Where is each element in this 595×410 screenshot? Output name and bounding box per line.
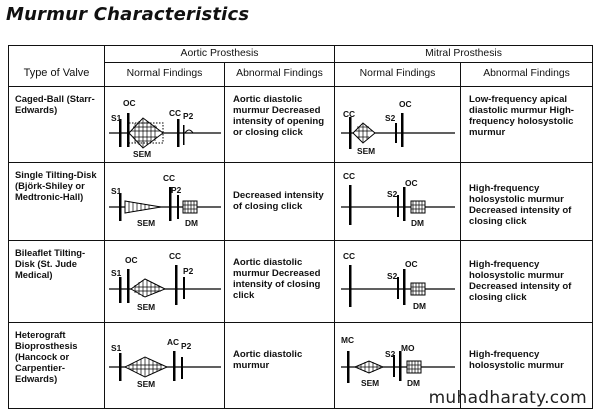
- label-sem: SEM: [357, 146, 376, 156]
- phonocardiogram-icon: [341, 351, 455, 383]
- label-oc: OC: [399, 99, 412, 109]
- label-s2: S2: [385, 349, 396, 359]
- page-title: Murmur Characteristics: [6, 4, 250, 25]
- phonocardiogram-icon: [109, 265, 221, 305]
- table-row: Caged-Ball (Starr-Edwards): [8, 86, 594, 163]
- aortic-normal-diagram: S1 CC P2 SEM DM: [104, 162, 225, 241]
- label-dm: DM: [407, 378, 421, 388]
- aortic-abnormal-findings: Aortic diastolic murmur: [224, 322, 335, 409]
- valve-type: Heterograft Bioprosthesis (Hancock or Ca…: [8, 322, 105, 409]
- label-oc: OC: [405, 178, 418, 188]
- aortic-abnormal-findings: Decreased intensity of closing click: [224, 162, 335, 241]
- mitral-abnormal-findings: High-frequency holosystolic murmur Decre…: [459, 240, 594, 323]
- label-mc: MC: [341, 335, 355, 345]
- label-p2: P2: [181, 341, 192, 351]
- header-aortic-abnormal: Abnormal Findings: [224, 62, 335, 87]
- label-cc: CC: [169, 251, 182, 261]
- mitral-abnormal-findings: High-frequency holosystolic murmur: [459, 322, 594, 409]
- header-mitral: Mitral Prosthesis: [333, 45, 594, 63]
- aortic-normal-diagram: OC CC S1 P2 SEM: [104, 240, 225, 323]
- aortic-abnormal-findings: Aortic diastolic murmur Decreased intens…: [224, 86, 335, 163]
- header-aortic-normal: Normal Findings: [104, 62, 225, 87]
- header-mitral-normal: Normal Findings: [334, 62, 461, 87]
- label-s1: S1: [111, 268, 122, 278]
- label-s1: S1: [111, 186, 122, 196]
- mitral-abnormal-findings: Low-frequency apical diastolic murmur Hi…: [459, 86, 594, 163]
- label-p2: P2: [183, 111, 194, 121]
- label-sem: SEM: [133, 149, 152, 159]
- label-dm: DM: [411, 218, 425, 228]
- label-sem: SEM: [137, 302, 156, 312]
- header-type-of-valve: Type of Valve: [8, 62, 105, 87]
- table-row: Heterograft Bioprosthesis (Hancock or Ca…: [8, 322, 594, 409]
- header-aortic: Aortic Prosthesis: [104, 45, 335, 63]
- label-sem: SEM: [137, 218, 156, 228]
- table-row: Single Tilting-Disk (Björk-Shiley or Med…: [8, 162, 594, 241]
- aortic-abnormal-findings: Aortic diastolic murmur Decreased intens…: [224, 240, 335, 323]
- label-cc: CC: [169, 108, 182, 118]
- label-sem: SEM: [137, 379, 156, 389]
- phonocardiogram-icon: [109, 351, 221, 381]
- label-s1: S1: [111, 113, 122, 123]
- valve-type: Bileaflet Tilting-Disk (St. Jude Medical…: [8, 240, 105, 323]
- label-oc: OC: [405, 259, 418, 269]
- table-row: Bileaflet Tilting-Disk (St. Jude Medical…: [8, 240, 594, 323]
- phonocardiogram-icon: [341, 185, 455, 225]
- mitral-normal-diagram: CC OC S2 SEM: [334, 86, 461, 163]
- aortic-normal-diagram: OC S1 CC P2 SEM: [104, 86, 225, 163]
- phonocardiogram-icon: [109, 187, 221, 221]
- label-oc: OC: [125, 255, 138, 265]
- label-cc: CC: [343, 251, 356, 261]
- label-cc: CC: [343, 171, 356, 181]
- watermark: muhadharaty.com: [428, 388, 587, 408]
- label-sem: SEM: [361, 378, 380, 388]
- header-mitral-abnormal: Abnormal Findings: [459, 62, 594, 87]
- label-oc: OC: [123, 98, 136, 108]
- label-p2: P2: [171, 185, 182, 195]
- phonocardiogram-icon: [341, 113, 455, 149]
- mitral-normal-diagram: MC S2 MO SEM DM: [334, 322, 461, 409]
- phonocardiogram-icon: [341, 265, 455, 307]
- label-s2: S2: [385, 113, 396, 123]
- label-mo: MO: [401, 343, 415, 353]
- valve-type: Single Tilting-Disk (Björk-Shiley or Med…: [8, 162, 105, 241]
- mitral-normal-diagram: CC S2 OC DM: [334, 240, 461, 323]
- label-s2: S2: [387, 271, 398, 281]
- murmur-table: Aortic Prosthesis Mitral Prosthesis Type…: [8, 45, 594, 410]
- mitral-abnormal-findings: High-frequency holosystolic murmur Decre…: [459, 162, 594, 241]
- valve-type: Caged-Ball (Starr-Edwards): [8, 86, 105, 163]
- label-p2: P2: [183, 266, 194, 276]
- header-blank: [8, 45, 105, 63]
- label-ac: AC: [167, 337, 180, 347]
- label-dm: DM: [185, 218, 199, 228]
- label-cc: CC: [343, 109, 356, 119]
- phonocardiogram-icon: [109, 113, 221, 149]
- label-cc: CC: [163, 173, 176, 183]
- label-s1: S1: [111, 343, 122, 353]
- label-s2: S2: [387, 189, 398, 199]
- aortic-normal-diagram: S1 AC P2 SEM: [104, 322, 225, 409]
- mitral-normal-diagram: CC S2 OC DM: [334, 162, 461, 241]
- label-dm: DM: [413, 301, 427, 311]
